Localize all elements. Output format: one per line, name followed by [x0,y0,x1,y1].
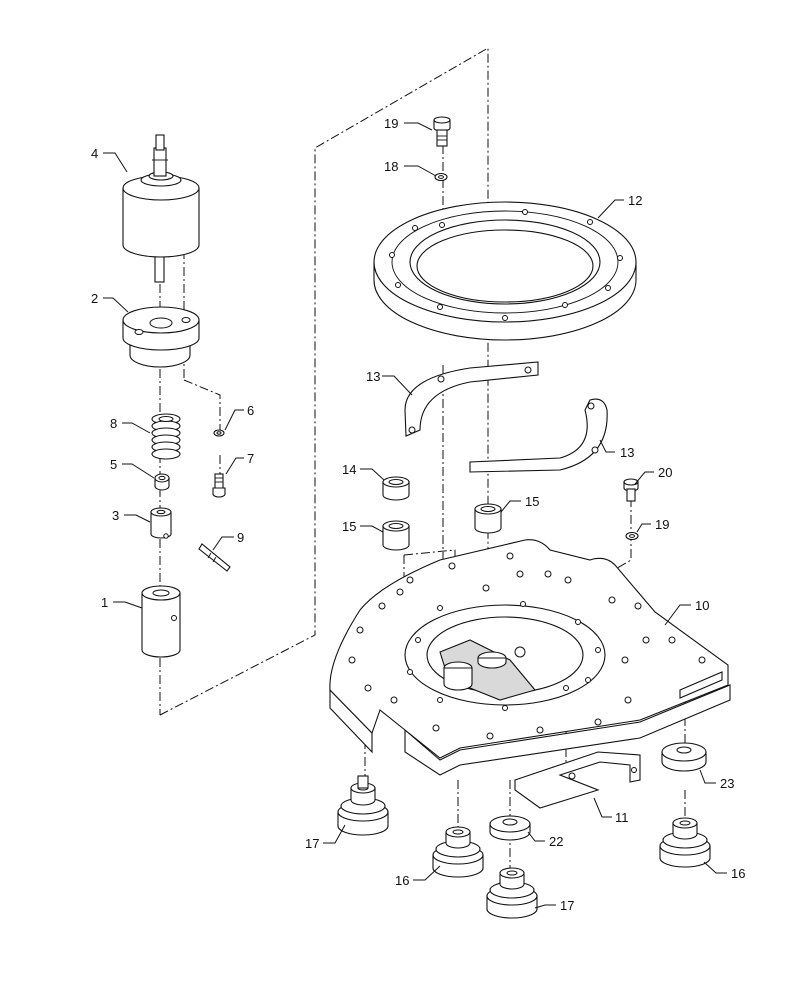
callout-15-right: 15 [525,494,539,509]
callout-18: 19 [655,517,669,532]
part-23-washer [661,742,707,772]
part-17-mount-left [337,775,389,836]
callout-8: 8 [110,416,117,431]
part-12-ring [373,201,637,341]
part-15-sleeve-left [382,520,410,551]
callout-7: 7 [247,451,254,466]
part-20-bolt [623,478,639,502]
callout-4: 4 [91,146,98,161]
part-6-washer [213,429,225,437]
part-3-bushing [150,507,172,539]
part-21-bolt [433,116,451,147]
callout-10: 10 [695,598,709,613]
callout-5: 5 [110,457,117,472]
callout-labels: 4 2 8 5 3 1 6 7 9 19 18 12 13 13 14 15 1… [91,116,745,913]
callout-13-upper: 13 [366,369,380,384]
callout-17-left: 17 [305,836,319,851]
part-2-mount [122,306,200,368]
callout-3: 3 [112,508,119,523]
callout-19: 18 [384,159,398,174]
part-15-sleeve-right [474,503,502,534]
callout-12: 12 [628,193,642,208]
part-8-spring [151,413,181,460]
part-13-arc-lower [469,398,608,473]
callout-6: 6 [247,403,254,418]
part-13-arc-upper [404,361,539,437]
callout-14: 14 [342,462,356,477]
part-18-washer [625,531,639,541]
part-16-mount-center [432,826,484,878]
callout-15-left: 15 [342,519,356,534]
part-9-pin [198,543,231,572]
callout-13-lower: 13 [620,445,634,460]
part-16-mount-right [659,817,711,868]
part-5-nut [154,473,170,491]
callout-22: 22 [549,834,563,849]
part-17-mount-center [486,867,538,919]
callout-23: 23 [720,776,734,791]
callout-11: 11 [615,810,629,825]
part-11-bracket [514,751,641,809]
part-4-cylinder [122,134,200,283]
callout-9: 9 [237,530,244,545]
part-22-washer [489,815,531,841]
part-7-screw [212,473,226,498]
callout-16-right: 16 [731,866,745,881]
callout-17-center: 17 [560,898,574,913]
callout-21: 19 [384,116,398,131]
part-1-bushing [141,585,181,658]
callout-1: 1 [101,595,108,610]
part-14-sleeve [382,476,410,501]
callout-20: 20 [658,465,672,480]
callout-16-center: 16 [395,873,409,888]
leader-lines [103,122,727,909]
callout-2: 2 [91,291,98,306]
part-19-washer [434,172,448,182]
part-10-base-plate [329,539,731,776]
